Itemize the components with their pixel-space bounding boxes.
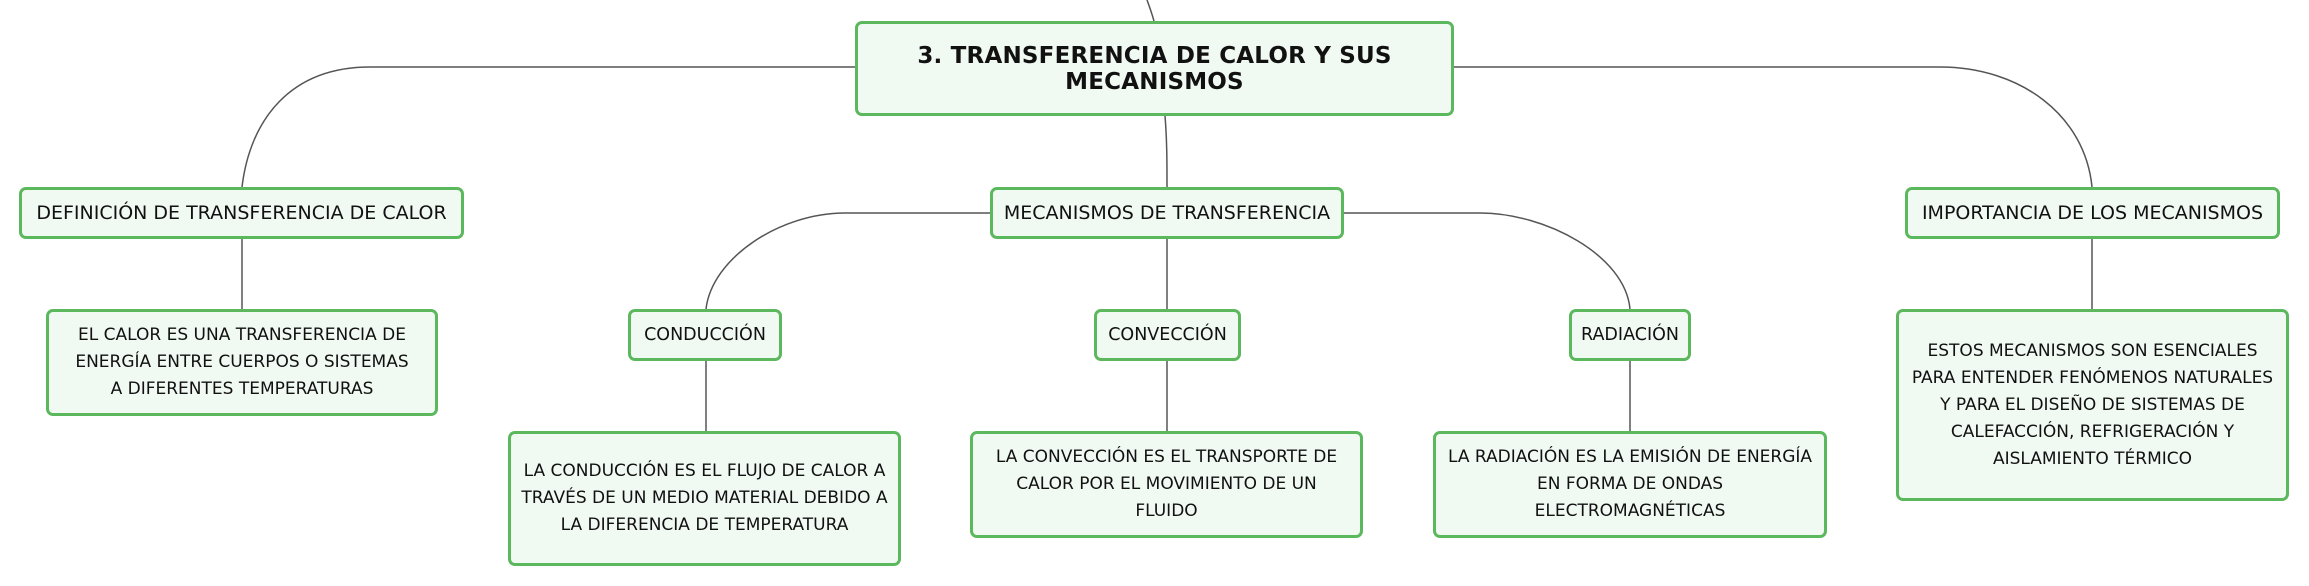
mechanism-radiacion-label: RADIACIÓN [1581, 325, 1679, 345]
connector-root-to-importance [1454, 66, 2093, 188]
definition-detail[interactable]: EL CALOR ES UNA TRANSFERENCIA DE ENERGÍA… [46, 309, 438, 416]
mechanism-conduccion-label: CONDUCCIÓN [644, 325, 766, 345]
mechanism-conduccion[interactable]: CONDUCCIÓN [628, 309, 782, 361]
connector-root-to-mechanisms [1164, 115, 1168, 188]
branch-definition-label: DEFINICIÓN DE TRANSFERENCIA DE CALOR [36, 202, 447, 224]
branch-importance[interactable]: IMPORTANCIA DE LOS MECANISMOS [1905, 187, 2280, 239]
branch-mechanisms-label: MECANISMOS DE TRANSFERENCIA [1003, 202, 1331, 224]
conveccion-detail-text: LA CONVECCIÓN ES EL TRANSPORTE DE CALOR … [995, 447, 1338, 521]
mechanism-conveccion[interactable]: CONVECCIÓN [1094, 309, 1241, 361]
radiacion-detail-text: LA RADIACIÓN ES LA EMISIÓN DE ENERGÍA EN… [1447, 447, 1813, 521]
root-topic-label: 3. TRANSFERENCIA DE CALOR Y SUS MECANISM… [917, 42, 1392, 95]
connector-parent-to-root [1146, 0, 1155, 22]
importance-detail-text: ESTOS MECANISMOS SON ESENCIALES PARA ENT… [1911, 340, 2274, 469]
radiacion-detail[interactable]: LA RADIACIÓN ES LA EMISIÓN DE ENERGÍA EN… [1433, 431, 1827, 538]
branch-mechanisms[interactable]: MECANISMOS DE TRANSFERENCIA [990, 187, 1344, 239]
mechanism-radiacion[interactable]: RADIACIÓN [1569, 309, 1691, 361]
conduccion-detail-text: LA CONDUCCIÓN ES EL FLUJO DE CALOR A TRA… [521, 461, 888, 535]
root-topic[interactable]: 3. TRANSFERENCIA DE CALOR Y SUS MECANISM… [855, 21, 1454, 116]
connector-mechanisms-to-radiacion [1344, 212, 1631, 310]
importance-detail[interactable]: ESTOS MECANISMOS SON ESENCIALES PARA ENT… [1896, 309, 2289, 501]
branch-importance-label: IMPORTANCIA DE LOS MECANISMOS [1921, 202, 2264, 224]
connector-mechanisms-to-conduccion [705, 212, 990, 310]
branch-definition[interactable]: DEFINICIÓN DE TRANSFERENCIA DE CALOR [19, 187, 464, 239]
definition-detail-text: EL CALOR ES UNA TRANSFERENCIA DE ENERGÍA… [75, 325, 409, 399]
conduccion-detail[interactable]: LA CONDUCCIÓN ES EL FLUJO DE CALOR A TRA… [508, 431, 901, 566]
mechanism-conveccion-label: CONVECCIÓN [1108, 325, 1227, 345]
conveccion-detail[interactable]: LA CONVECCIÓN ES EL TRANSPORTE DE CALOR … [970, 431, 1363, 538]
connector-root-to-definition [241, 66, 855, 188]
